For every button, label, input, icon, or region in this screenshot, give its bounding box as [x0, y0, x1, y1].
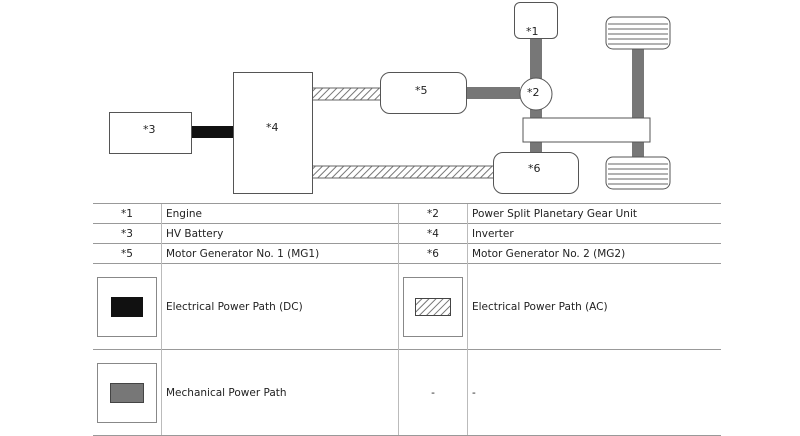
- transaxle-bar: [522, 117, 651, 143]
- legend-ac-label: Electrical Power Path (AC): [467, 263, 721, 350]
- inverter-box: *4: [233, 72, 313, 194]
- planetary-gear-circle: [519, 77, 553, 111]
- inverter-label: *4: [266, 121, 279, 134]
- mechanical-path-mg2: [530, 142, 542, 152]
- legend-id-mg2: *6: [398, 243, 468, 264]
- table-row: *5 Motor Generator No. 1 (MG1) *6 Motor …: [93, 243, 721, 264]
- planetary-label: *2: [527, 86, 540, 99]
- legend-id-inverter: *4: [398, 223, 468, 244]
- legend-label-battery: HV Battery: [161, 223, 399, 244]
- mechanical-path-engine: [530, 38, 542, 80]
- legend-label-inverter: Inverter: [467, 223, 721, 244]
- legend-ac-symbol-cell: [398, 263, 468, 350]
- mg2-box: *6: [493, 152, 579, 194]
- legend-empty-symbol: -: [398, 349, 468, 436]
- legend-mechanical-label: Mechanical Power Path: [161, 349, 399, 436]
- engine-label: *1: [526, 25, 539, 38]
- battery-label: *3: [143, 123, 156, 136]
- wheel-top-icon: [605, 16, 671, 50]
- dc-power-path: [192, 126, 234, 138]
- wheel-bottom-icon: [605, 156, 671, 190]
- mg2-label: *6: [528, 162, 541, 175]
- legend-id-mg1: *5: [93, 243, 162, 264]
- mg1-box: *5: [380, 72, 467, 114]
- battery-box: *3: [109, 112, 192, 154]
- mechanical-path-mg1: [465, 87, 520, 99]
- legend-id-engine: *1: [93, 203, 162, 224]
- legend-dc-symbol-cell: [93, 263, 162, 350]
- ac-power-path-mg1: [311, 87, 383, 101]
- legend-label-engine: Engine: [161, 203, 399, 224]
- legend-label-mg2: Motor Generator No. 2 (MG2): [467, 243, 721, 264]
- legend-id-battery: *3: [93, 223, 162, 244]
- power-flow-diagram: [192, 16, 671, 190]
- table-row: Electrical Power Path (DC) Electrical Po…: [93, 263, 721, 350]
- table-row: *1 Engine *2 Power Split Planetary Gear …: [93, 203, 721, 224]
- legend-dc-label: Electrical Power Path (DC): [161, 263, 399, 350]
- mechanical-path-swatch-icon: [97, 362, 157, 423]
- legend-label-mg1: Motor Generator No. 1 (MG1): [161, 243, 399, 264]
- legend-empty-label: -: [467, 349, 721, 436]
- table-row: Mechanical Power Path - -: [93, 349, 721, 436]
- mg1-label: *5: [415, 84, 428, 97]
- legend-label-planetary: Power Split Planetary Gear Unit: [467, 203, 721, 224]
- engine-box: *1: [514, 2, 558, 39]
- legend-table: *1 Engine *2 Power Split Planetary Gear …: [93, 203, 721, 436]
- ac-power-path-mg2: [311, 165, 495, 179]
- dc-path-swatch-icon: [97, 276, 157, 337]
- ac-path-swatch-icon: [403, 276, 463, 337]
- legend-id-planetary: *2: [398, 203, 468, 224]
- rear-axle: [632, 48, 644, 168]
- legend-mech-symbol-cell: [93, 349, 162, 436]
- table-row: *3 HV Battery *4 Inverter: [93, 223, 721, 244]
